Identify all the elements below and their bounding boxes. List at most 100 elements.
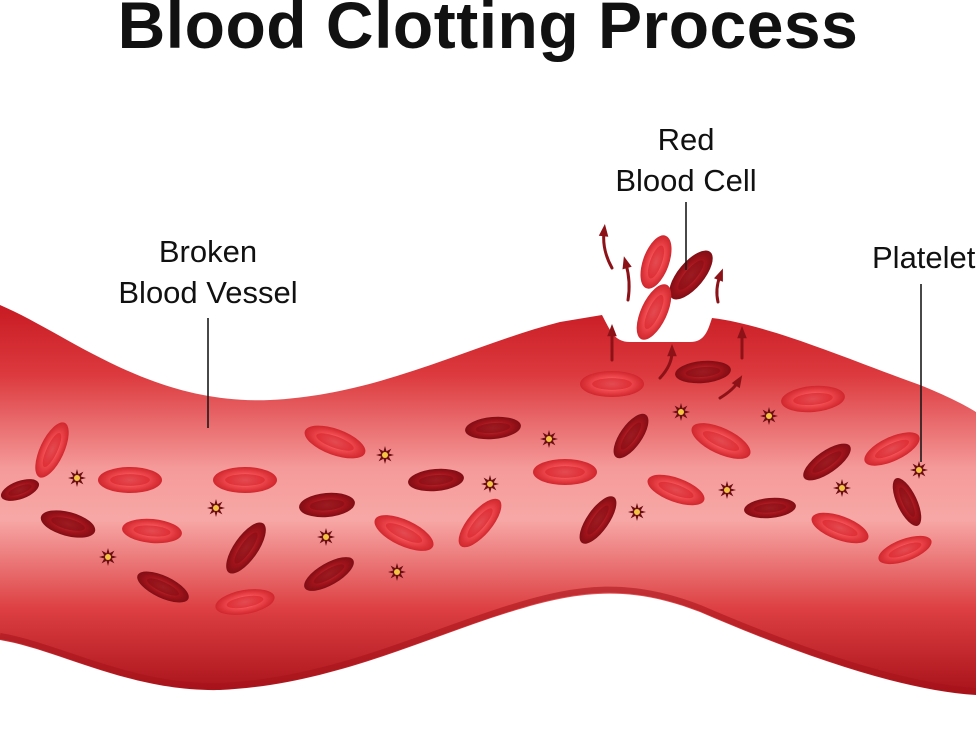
red-blood-cell xyxy=(640,235,672,289)
cell-center xyxy=(51,517,85,531)
cell-center xyxy=(418,474,454,486)
arrow-shaft xyxy=(602,230,614,270)
red-blood-cell xyxy=(580,371,644,397)
red-blood-cell xyxy=(803,443,851,481)
cell-center xyxy=(812,451,842,473)
cell-center xyxy=(234,532,258,564)
red-blood-cell xyxy=(213,467,277,493)
arrow-shaft xyxy=(624,262,631,302)
cell-center xyxy=(225,474,265,486)
cell-center xyxy=(620,422,642,450)
platelet-core xyxy=(382,452,388,458)
cell-center xyxy=(467,508,493,538)
red-blood-cell xyxy=(811,512,869,544)
red-blood-cell xyxy=(892,478,922,526)
red-blood-cell xyxy=(647,474,705,506)
platelet-core xyxy=(916,467,922,473)
cell-center xyxy=(545,466,585,478)
cell-center xyxy=(309,499,345,511)
cell-center xyxy=(42,432,62,468)
red-blood-cell xyxy=(864,432,920,466)
arrow-head xyxy=(714,268,723,282)
cell-center xyxy=(644,294,664,330)
platelet-core xyxy=(74,475,80,481)
cell-center xyxy=(874,439,910,459)
escaping-cell-arrows xyxy=(598,224,747,400)
cell-center xyxy=(647,245,665,279)
arrow-head xyxy=(607,324,617,337)
cell-center xyxy=(822,519,858,537)
platelet-core xyxy=(634,509,640,515)
cell-center xyxy=(587,505,609,535)
cell-center xyxy=(592,378,632,390)
red-blood-cell xyxy=(304,425,366,459)
red-blood-cell xyxy=(40,510,96,538)
platelet-core xyxy=(546,436,552,442)
platelet-core xyxy=(724,487,730,493)
red-blood-cell xyxy=(613,413,649,459)
label-rbc-line1: Red xyxy=(658,122,715,157)
vessel-lower-wall xyxy=(0,586,976,694)
arrow-head xyxy=(622,256,632,270)
red-blood-cell xyxy=(304,557,354,591)
red-blood-cell xyxy=(122,518,182,544)
cell-center xyxy=(133,525,171,537)
red-blood-cell xyxy=(744,497,796,519)
cell-center xyxy=(793,392,833,406)
red-blood-cell xyxy=(458,498,502,548)
red-blood-cell xyxy=(374,515,434,551)
red-blood-cell xyxy=(98,467,162,493)
arrow-head xyxy=(737,326,747,339)
red-blood-cell xyxy=(226,522,266,574)
platelet-core xyxy=(394,569,400,575)
platelet-core xyxy=(766,413,772,419)
cell-center xyxy=(899,487,915,517)
label-rbc-line2: Blood Cell xyxy=(615,163,756,198)
platelet-core xyxy=(105,554,111,560)
red-blood-cell xyxy=(35,422,69,478)
cell-center xyxy=(8,484,32,496)
arrow-head xyxy=(598,224,609,237)
platelets xyxy=(68,403,928,581)
cell-center xyxy=(110,474,150,486)
label-broken-line2: Blood Vessel xyxy=(118,275,297,310)
platelet-core xyxy=(678,409,684,415)
label-platelet: Platelet xyxy=(872,240,976,275)
cell-center xyxy=(475,422,511,434)
cell-center xyxy=(147,578,179,596)
red-blood-cell xyxy=(636,284,672,340)
red-blood-cell xyxy=(579,496,617,544)
arrow-head xyxy=(731,375,743,389)
red-blood-cell xyxy=(878,535,932,565)
cell-center xyxy=(685,366,721,378)
red-blood-cell xyxy=(675,360,731,384)
cell-center xyxy=(888,542,922,558)
cell-center xyxy=(385,523,423,543)
cell-center xyxy=(316,433,354,451)
cell-center xyxy=(702,431,740,451)
red-blood-cell xyxy=(408,468,464,492)
cell-center xyxy=(658,481,694,499)
platelet-core xyxy=(487,481,493,487)
cell-center xyxy=(753,503,787,513)
red-blood-cell xyxy=(781,385,845,413)
platelet-core xyxy=(213,505,219,511)
page-title: Blood Clotting Process xyxy=(118,0,859,62)
red-blood-cell xyxy=(533,459,597,485)
red-blood-cell xyxy=(137,571,189,603)
blood-vessel xyxy=(0,305,976,695)
red-blood-cell xyxy=(0,479,40,501)
red-blood-cell xyxy=(215,589,275,615)
platelet-core xyxy=(839,485,845,491)
red-blood-cells xyxy=(0,235,932,615)
cell-center xyxy=(226,595,264,609)
cell-center xyxy=(678,260,704,290)
red-blood-cell xyxy=(299,492,355,518)
red-blood-cell xyxy=(691,423,751,459)
label-broken-line1: Broken xyxy=(159,234,257,269)
red-blood-cell xyxy=(669,250,713,300)
platelet-core xyxy=(323,534,329,540)
red-blood-cell xyxy=(465,416,521,440)
